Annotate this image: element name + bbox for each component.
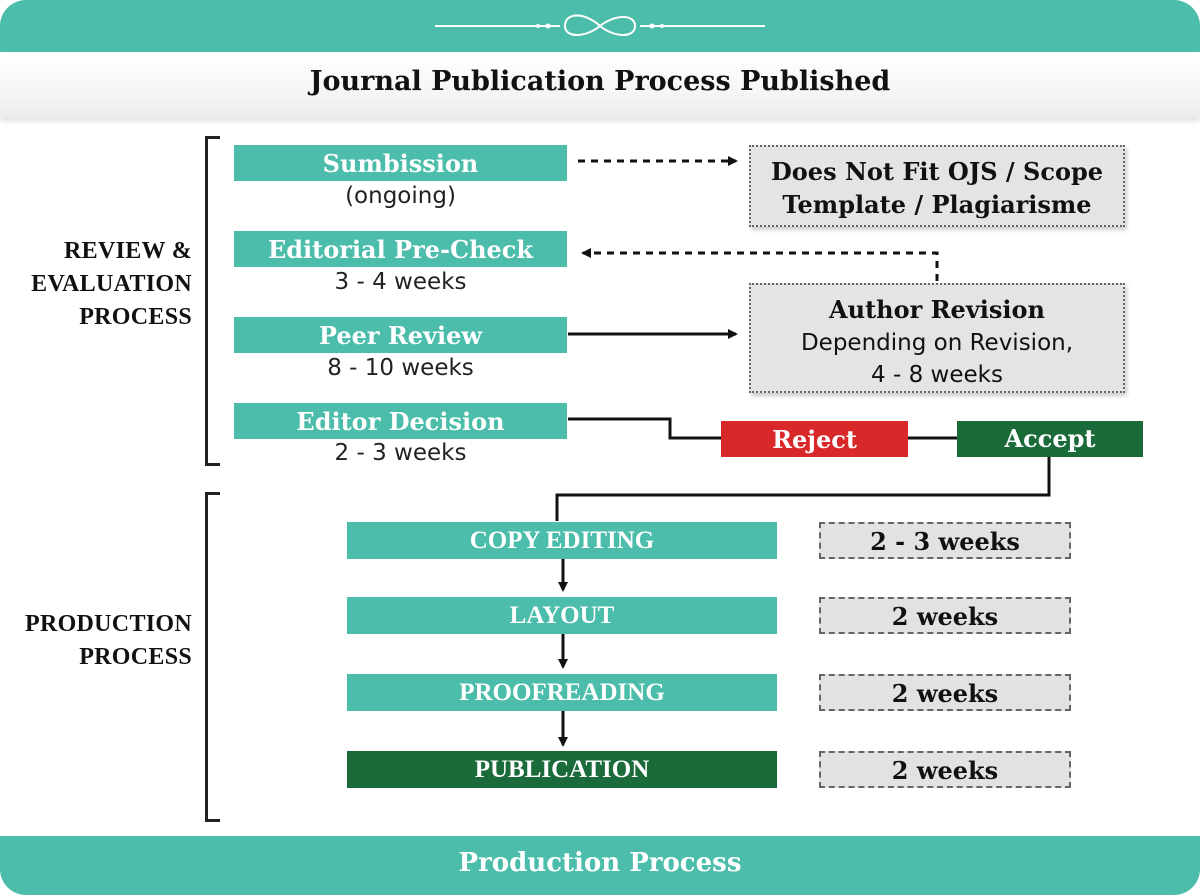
title-band	[0, 52, 1200, 118]
reject-box: Reject	[721, 421, 908, 457]
author-revision-line: 4 - 8 weeks	[871, 362, 1003, 388]
step-layout: LAYOUT	[347, 597, 777, 634]
proofreading-duration: 2 weeks	[819, 674, 1071, 711]
step-editor-decision: Editor Decision	[234, 403, 567, 439]
step-editor-decision-duration: 2 - 3 weeks	[334, 440, 467, 466]
step-peer-review-duration: 8 - 10 weeks	[327, 355, 474, 381]
not-fit-line: Does Not Fit OJS / Scope	[770, 157, 1103, 186]
author-revision-box: Author Revision Depending on Revision, 4…	[749, 283, 1125, 393]
layout-duration: 2 weeks	[819, 597, 1071, 634]
step-publication: PUBLICATION	[347, 751, 777, 788]
publication-duration: 2 weeks	[819, 751, 1071, 788]
review-label-line: PROCESS	[79, 304, 192, 330]
not-fit-box: Does Not Fit OJS / Scope Template / Plag…	[749, 145, 1125, 227]
not-fit-line: Template / Plagiarisme	[782, 190, 1092, 219]
production-label-line: PROCESS	[79, 644, 192, 670]
page-title: Journal Publication Process Published	[309, 66, 891, 97]
copy-editing-duration: 2 - 3 weeks	[819, 522, 1071, 559]
review-label-line: EVALUATION	[31, 271, 192, 297]
step-submission-duration: (ongoing)	[345, 183, 456, 209]
decision-to-reject-line	[568, 417, 722, 440]
production-bracket	[205, 492, 220, 822]
step-peer-review: Peer Review	[234, 317, 567, 353]
accept-box: Accept	[957, 421, 1143, 457]
production-section-label: PRODUCTION PROCESS	[20, 608, 192, 674]
revision-to-precheck-arrow	[581, 248, 939, 281]
review-label-line: REVIEW &	[64, 238, 192, 264]
step-proofreading: PROOFREADING	[347, 674, 777, 711]
step-editorial-pre-check: Editorial Pre-Check	[234, 231, 567, 267]
step-copy-editing: COPY EDITING	[347, 522, 777, 559]
production-label-line: PRODUCTION	[24, 611, 192, 637]
ornament-icon	[435, 14, 765, 36]
accept-to-copy-editing-line	[555, 457, 1051, 521]
author-revision-title: Author Revision	[829, 295, 1045, 324]
header-band	[0, 0, 1200, 52]
step-pre-check-duration: 3 - 4 weeks	[334, 269, 467, 295]
author-revision-line: Depending on Revision,	[800, 330, 1074, 356]
review-section-label: REVIEW & EVALUATION PROCESS	[20, 235, 192, 334]
footer-band: Production Process	[0, 836, 1200, 895]
step-submission: Sumbission	[234, 145, 567, 181]
review-bracket	[205, 136, 220, 466]
